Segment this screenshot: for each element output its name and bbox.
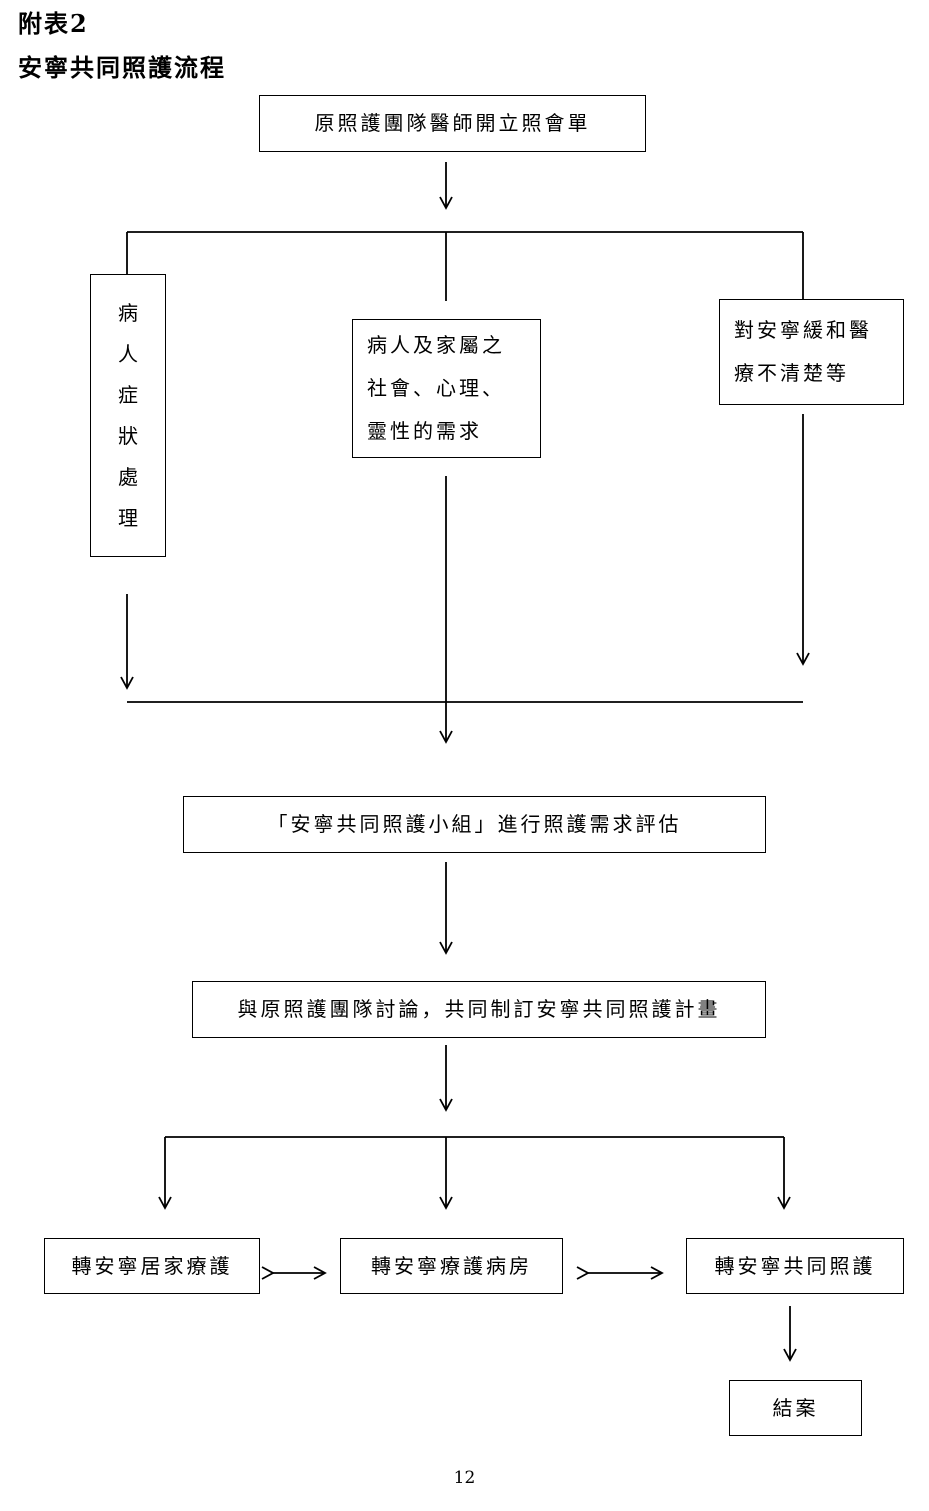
node-unclear: 對安寧緩和醫 療不清楚等 bbox=[719, 299, 904, 405]
node-symptom: 病 人 症 狀 處 理 bbox=[90, 274, 166, 557]
node-home-care: 轉安寧居家療護 bbox=[44, 1238, 260, 1294]
node-plan: 與原照護團隊討論，共同制訂安寧共同照護計畫 bbox=[192, 981, 766, 1038]
node-closed: 結案 bbox=[729, 1380, 862, 1436]
flowchart-title: 安寧共同照護流程 bbox=[18, 53, 226, 82]
node-consult-text: 原照護團隊醫師開立照會單 bbox=[314, 111, 591, 135]
node-ward-text: 轉安寧療護病房 bbox=[371, 1253, 532, 1278]
node-ward: 轉安寧療護病房 bbox=[340, 1238, 563, 1294]
node-plan-text: 與原照護團隊討論，共同制訂安寧共同照護計畫 bbox=[237, 997, 721, 1021]
node-closed-text: 結案 bbox=[772, 1395, 819, 1420]
node-unclear-text: 對安寧緩和醫 療不清楚等 bbox=[734, 318, 872, 385]
node-shared-care-text: 轉安寧共同照護 bbox=[714, 1253, 876, 1278]
node-psychosocial: 病人及家屬之 社會、心理、 靈性的需求 bbox=[352, 319, 541, 458]
node-assessment-text: 「安寧共同照護小組」進行照護需求評估 bbox=[267, 812, 682, 836]
node-consult: 原照護團隊醫師開立照會單 bbox=[259, 95, 646, 152]
appendix-label: 附表2 bbox=[18, 9, 89, 38]
node-assessment: 「安寧共同照護小組」進行照護需求評估 bbox=[183, 796, 766, 853]
node-symptom-text: 病 人 症 狀 處 理 bbox=[118, 300, 138, 530]
node-psychosocial-text: 病人及家屬之 社會、心理、 靈性的需求 bbox=[367, 333, 505, 443]
page-number: 12 bbox=[453, 1468, 476, 1488]
node-shared-care: 轉安寧共同照護 bbox=[686, 1238, 904, 1294]
node-home-care-text: 轉安寧居家療護 bbox=[71, 1253, 233, 1278]
